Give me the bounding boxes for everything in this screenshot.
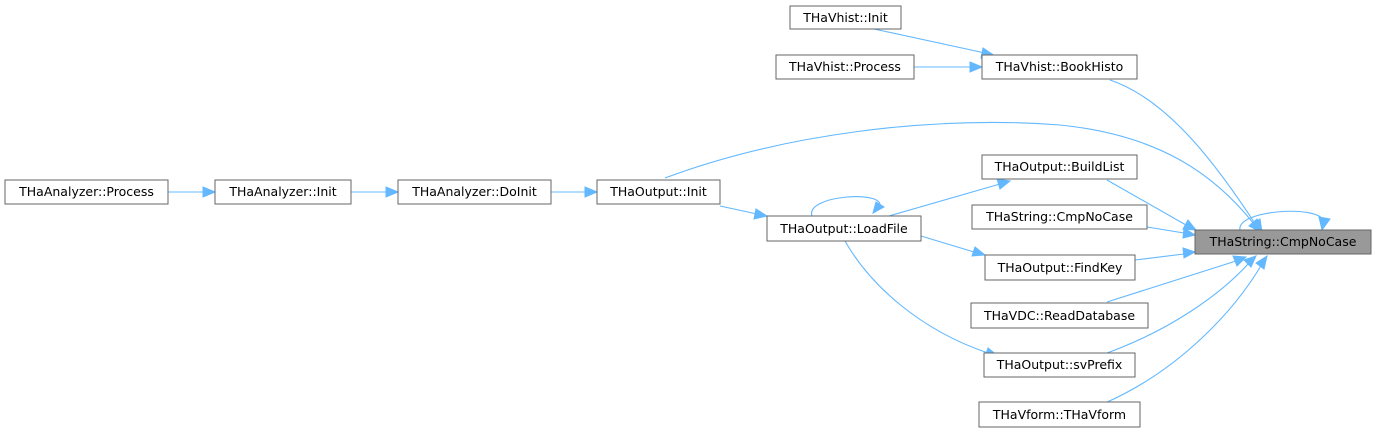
node-label: THaAnalyzer::DoInit — [411, 184, 537, 199]
node-output-init[interactable]: THaOutput::Init — [596, 179, 721, 205]
edge-vhist-init-to-bookhisto — [873, 28, 986, 54]
node-target-cmpnocase[interactable]: THaString::CmpNoCase — [1194, 229, 1372, 255]
node-vhist-bookhisto[interactable]: THaVhist::BookHisto — [981, 54, 1138, 80]
node-label: THaOutput::Init — [609, 184, 707, 199]
node-label: THaOutput::FindKey — [997, 260, 1123, 275]
node-output-loadfile[interactable]: THaOutput::LoadFile — [766, 215, 922, 242]
edge-bookhisto-to-target — [1109, 79, 1257, 226]
node-string-cmpnocase-overload[interactable]: THaString::CmpNoCase — [971, 204, 1148, 230]
arrowhead — [1243, 255, 1257, 268]
arrowhead — [753, 208, 769, 220]
node-output-buildlist[interactable]: THaOutput::BuildList — [981, 154, 1138, 180]
arrowhead — [1182, 219, 1198, 231]
edge-output-init-to-loadfile — [719, 205, 758, 215]
arrowhead — [969, 61, 984, 73]
node-vhist-init[interactable]: THaVhist::Init — [789, 5, 902, 30]
edge-cmpnocase-overload-to-target — [1146, 226, 1185, 234]
arrowhead — [584, 186, 599, 198]
arrowhead — [996, 178, 1012, 190]
edge-readdatabase-to-target — [1106, 260, 1237, 303]
arrowhead — [385, 186, 400, 198]
node-vhist-process[interactable]: THaVhist::Process — [775, 54, 915, 80]
edges — [168, 28, 1331, 404]
node-label: THaVhist::BookHisto — [995, 59, 1124, 74]
node-label: THaString::CmpNoCase — [985, 209, 1133, 224]
node-label: THaOutput::LoadFile — [779, 221, 908, 236]
arrowhead — [872, 201, 885, 215]
node-label: THaString::CmpNoCase — [1209, 234, 1357, 249]
edge-loadfile-to-findkey — [920, 235, 975, 253]
edge-vform-to-target — [1104, 263, 1263, 404]
edge-loadfile-to-svprefix — [844, 240, 989, 354]
arrowhead — [1318, 216, 1331, 232]
node-output-findkey[interactable]: THaOutput::FindKey — [984, 254, 1136, 281]
node-vform-thavform[interactable]: THaVform::THaVform — [978, 401, 1141, 428]
node-vdc-readdatabase[interactable]: THaVDC::ReadDatabase — [970, 302, 1149, 329]
node-label: THaAnalyzer::Init — [228, 184, 336, 199]
edge-loadfile-to-buildlist — [888, 183, 1001, 217]
arrowhead — [971, 246, 987, 257]
node-label: THaAnalyzer::Process — [18, 184, 154, 199]
arrowhead — [1232, 255, 1248, 267]
node-label: THaOutput::BuildList — [994, 159, 1125, 174]
node-analyzer-process[interactable]: THaAnalyzer::Process — [4, 179, 169, 205]
edge-output-init-to-target — [664, 121, 1255, 225]
arrowhead — [1182, 227, 1197, 239]
node-label: THaVhist::Init — [802, 10, 888, 25]
node-label: THaOutput::svPrefix — [996, 357, 1123, 372]
node-label: THaVform::THaVform — [992, 407, 1126, 422]
arrowhead — [1182, 247, 1197, 259]
edge-buildlist-to-target — [1106, 179, 1187, 226]
node-label: THaVDC::ReadDatabase — [983, 308, 1135, 323]
arrowhead — [202, 186, 217, 198]
edge-svprefix-to-target — [1106, 262, 1250, 354]
node-analyzer-doinit[interactable]: THaAnalyzer::DoInit — [397, 179, 552, 205]
node-analyzer-init[interactable]: THaAnalyzer::Init — [214, 179, 352, 205]
arrowhead — [1248, 218, 1262, 233]
node-output-svprefix[interactable]: THaOutput::svPrefix — [983, 352, 1136, 378]
arrowhead — [1255, 254, 1268, 270]
node-label: THaVhist::Process — [788, 59, 901, 74]
nodes: THaVhist::Init THaVhist::Process THaVhis… — [4, 5, 1372, 428]
edge-findkey-to-target — [1134, 253, 1185, 261]
edge-loadfile-self-loop — [811, 196, 881, 217]
